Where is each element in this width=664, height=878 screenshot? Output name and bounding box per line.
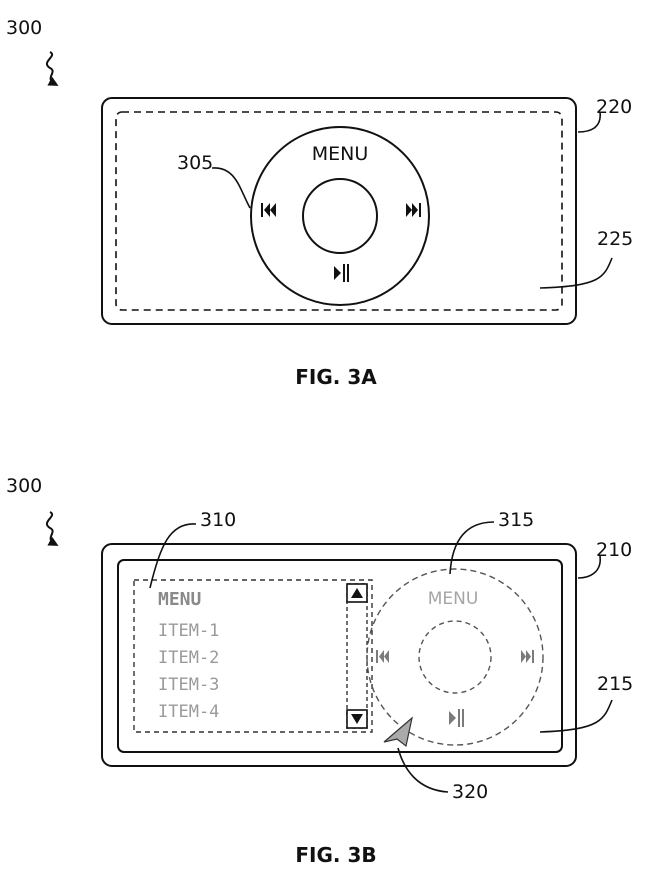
display-215 bbox=[117, 559, 563, 753]
virtual-click-wheel[interactable] bbox=[366, 568, 544, 746]
leader-line-220 bbox=[577, 111, 601, 133]
touch-area-225 bbox=[115, 111, 563, 311]
ref-label-215: 215 bbox=[597, 673, 633, 695]
squiggle-arrow-icon bbox=[45, 511, 59, 546]
ref-label-305: 305 bbox=[177, 152, 213, 174]
figure-3a: 300 MENU 220 305 bbox=[6, 17, 633, 389]
leader-line-310 bbox=[149, 523, 197, 589]
figure-caption-3a: FIG. 3A bbox=[295, 365, 377, 389]
menu-list-title: MENU bbox=[158, 589, 201, 610]
next-icon[interactable] bbox=[406, 203, 421, 217]
wheel-menu-label-b: MENU bbox=[428, 589, 479, 609]
ref-label-225: 225 bbox=[597, 228, 633, 250]
ref-label-315: 315 bbox=[498, 509, 534, 531]
ref-label-300-b: 300 bbox=[6, 475, 42, 497]
leader-line-215 bbox=[539, 699, 613, 733]
menu-list-item-3[interactable]: ITEM-3 bbox=[158, 675, 219, 695]
figure-caption-3b: FIG. 3B bbox=[295, 843, 376, 867]
device-housing-210 bbox=[101, 543, 577, 767]
click-wheel[interactable] bbox=[250, 126, 430, 306]
previous-icon[interactable] bbox=[261, 203, 276, 217]
center-button[interactable] bbox=[302, 178, 378, 254]
ref-label-300-a: 300 bbox=[6, 17, 42, 39]
leader-line-225 bbox=[539, 257, 613, 289]
menu-list-item-2[interactable]: ITEM-2 bbox=[158, 648, 219, 668]
menu-list-item-1[interactable]: ITEM-1 bbox=[158, 621, 219, 641]
leader-line-320 bbox=[397, 747, 449, 793]
leader-line-305 bbox=[211, 167, 251, 209]
previous-icon[interactable] bbox=[376, 650, 389, 663]
scroll-down-icon[interactable] bbox=[346, 709, 368, 729]
device-housing-220 bbox=[101, 97, 577, 325]
play-pause-icon[interactable] bbox=[449, 709, 464, 727]
scrollbar-track[interactable] bbox=[346, 583, 368, 729]
virtual-center-button[interactable] bbox=[418, 620, 492, 694]
squiggle-arrow-icon bbox=[45, 51, 59, 86]
leader-line-315 bbox=[449, 521, 495, 575]
ref-label-320: 320 bbox=[452, 781, 488, 803]
menu-list-310 bbox=[133, 579, 373, 733]
leader-line-210 bbox=[577, 555, 601, 579]
ref-label-220: 220 bbox=[596, 96, 632, 118]
next-icon[interactable] bbox=[521, 650, 534, 663]
ref-label-310: 310 bbox=[200, 509, 236, 531]
scroll-up-icon[interactable] bbox=[346, 583, 368, 603]
menu-list-item-4[interactable]: ITEM-4 bbox=[158, 702, 219, 722]
ref-label-210: 210 bbox=[596, 539, 632, 561]
figure-3b: 300 MENU ITEM-1 ITEM-2 ITEM-3 ITEM-4 MEN… bbox=[6, 475, 633, 867]
wheel-menu-label-a: MENU bbox=[312, 143, 369, 165]
pointer-cursor-icon bbox=[383, 716, 413, 748]
play-pause-icon[interactable] bbox=[334, 264, 349, 282]
